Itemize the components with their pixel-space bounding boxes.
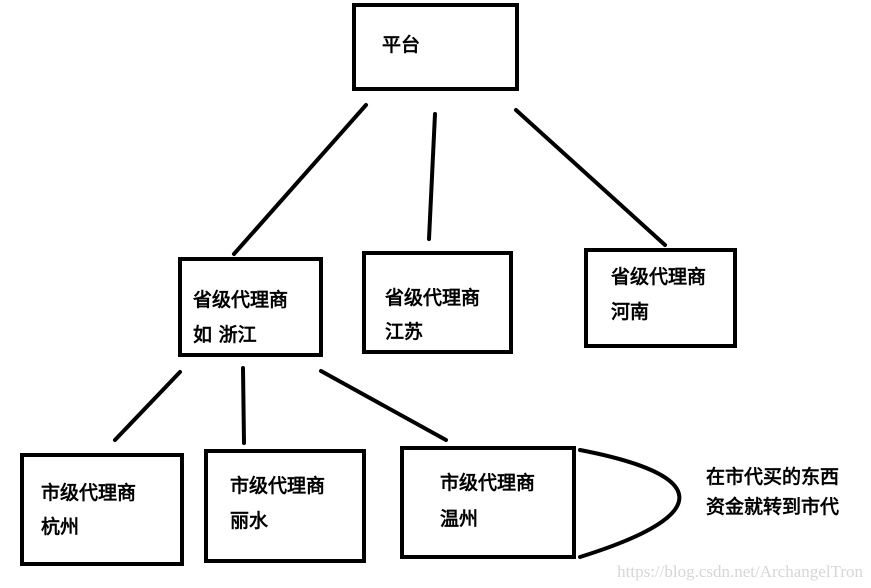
link-root-jiangsu <box>427 112 437 241</box>
province-name: 如 浙江 <box>193 324 257 346</box>
city-title: 市级代理商 <box>440 472 536 494</box>
province-node-jiangsu: 省级代理商 江苏 <box>362 251 513 354</box>
city-title: 市级代理商 <box>230 475 326 497</box>
city-node-hangzhou: 市级代理商 杭州 <box>20 453 184 566</box>
note-line-2: 资金就转到市代 <box>706 496 840 518</box>
province-node-henan: 省级代理商 河南 <box>584 248 737 348</box>
note-line-1: 在市代买的东西 <box>706 466 840 488</box>
link-root-henan <box>514 108 667 247</box>
province-name: 江苏 <box>385 321 424 343</box>
province-title: 省级代理商 <box>611 266 707 288</box>
province-name: 河南 <box>611 301 650 323</box>
city-name: 温州 <box>440 508 479 530</box>
link-root-zhejiang <box>232 103 368 256</box>
province-node-zhejiang: 省级代理商 如 浙江 <box>178 257 323 357</box>
link-zhejiang-lishui <box>241 366 246 445</box>
city-node-lishui: 市级代理商 丽水 <box>204 449 366 563</box>
root-label: 平台 <box>382 34 421 56</box>
root-node: 平台 <box>352 3 519 91</box>
city-name: 杭州 <box>41 516 80 538</box>
city-name: 丽水 <box>230 510 269 532</box>
watermark: https://blog.csdn.net/ArchangelTron <box>617 562 863 581</box>
annotation-note: 在市代买的东西 资金就转到市代 <box>706 462 839 522</box>
province-title: 省级代理商 <box>193 289 289 311</box>
city-node-wenzhou: 市级代理商 温州 <box>400 446 576 559</box>
link-zhejiang-hangzhou <box>113 370 182 442</box>
province-title: 省级代理商 <box>385 287 481 309</box>
city-title: 市级代理商 <box>41 482 137 504</box>
link-zhejiang-wenzhou <box>319 369 448 442</box>
note-bracket <box>578 448 682 559</box>
